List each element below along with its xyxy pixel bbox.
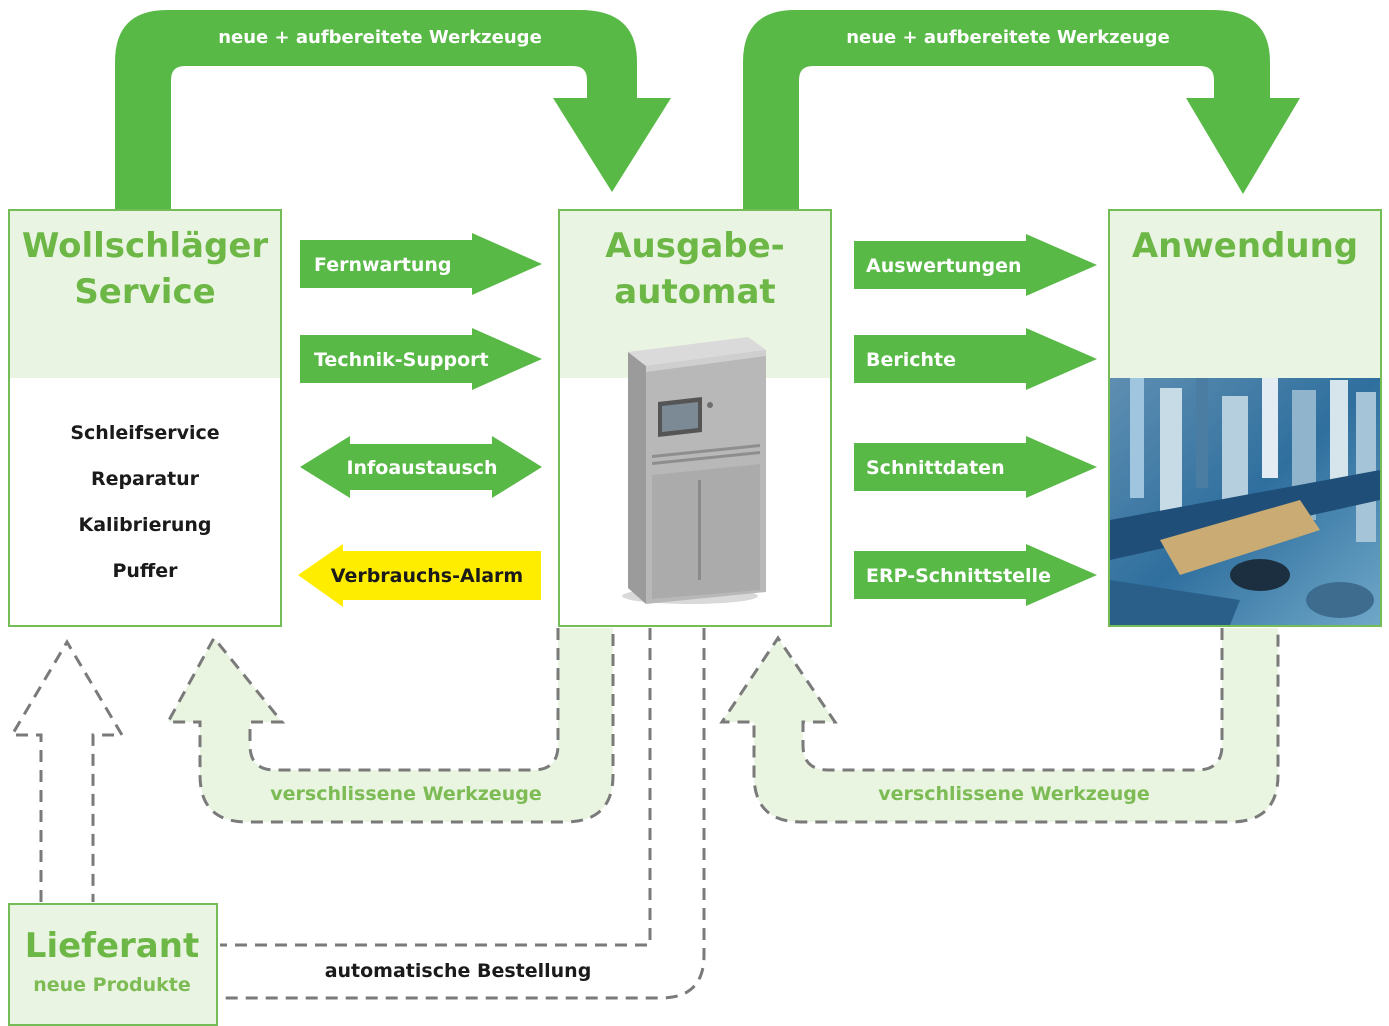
arrow-erp-schnittstelle: ERP-Schnittstelle <box>854 544 1097 606</box>
top-flow-arrow-right: neue + aufbereitete Werkzeuge <box>743 10 1300 212</box>
return-flow-label-left: verschlissene Werkzeuge <box>270 783 541 805</box>
application-box: Anwendung <box>1108 209 1382 627</box>
top-flow-arrow-left: neue + aufbereitete Werkzeuge <box>115 10 671 212</box>
order-label: automatische Bestellung <box>325 960 592 982</box>
supplier-box: Lieferant neue Produkte <box>8 903 218 1026</box>
return-flow-label-right: verschlissene Werkzeuge <box>878 783 1149 805</box>
label-auswertungen: Auswertungen <box>866 255 1022 277</box>
arrow-technik-support: Technik-Support <box>300 328 542 390</box>
return-flow-right: verschlissene Werkzeuge <box>719 628 1280 824</box>
label-fernwartung: Fernwartung <box>314 254 451 276</box>
service-item-puffer: Puffer <box>112 560 178 582</box>
arrow-verbrauchs-alarm: Verbrauchs-Alarm <box>298 544 541 607</box>
label-schnittdaten: Schnittdaten <box>866 457 1005 479</box>
supplier-title: Lieferant <box>25 926 199 966</box>
service-box: Wollschläger Service Schleifservice Repa… <box>8 209 282 627</box>
label-technik-support: Technik-Support <box>314 349 489 371</box>
vending-cabinet-icon <box>622 337 766 604</box>
top-flow-label-right: neue + aufbereitete Werkzeuge <box>846 27 1170 48</box>
arrow-berichte: Berichte <box>854 328 1097 390</box>
top-flow-label-left: neue + aufbereitete Werkzeuge <box>218 27 542 48</box>
service-title-line1: Wollschläger <box>22 226 269 266</box>
supplier-up-arrow <box>9 639 125 902</box>
arrow-infoaustausch: Infoaustausch <box>300 436 542 498</box>
service-title-line2: Service <box>74 272 215 312</box>
arrow-auswertungen: Auswertungen <box>854 234 1097 296</box>
machine-title-line2: automat <box>614 272 775 312</box>
label-berichte: Berichte <box>866 349 956 371</box>
return-flow-left: verschlissene Werkzeuge <box>165 628 615 824</box>
application-title: Anwendung <box>1132 226 1358 266</box>
order-lines: automatische Bestellung <box>220 628 706 1000</box>
machine-box: Ausgabe- automat <box>558 209 832 627</box>
label-erp-schnittstelle: ERP-Schnittstelle <box>866 565 1051 587</box>
machine-title-line1: Ausgabe- <box>605 226 785 266</box>
machining-photo-icon <box>1110 378 1380 625</box>
service-item-reparatur: Reparatur <box>91 468 200 490</box>
arrow-fernwartung: Fernwartung <box>300 233 542 295</box>
service-item-kalibrierung: Kalibrierung <box>79 514 212 536</box>
label-verbrauchs-alarm: Verbrauchs-Alarm <box>331 565 523 587</box>
service-item-schleifservice: Schleifservice <box>70 422 219 444</box>
supplier-subtitle: neue Produkte <box>33 974 191 996</box>
arrow-schnittdaten: Schnittdaten <box>854 436 1097 498</box>
label-infoaustausch: Infoaustausch <box>346 457 497 479</box>
